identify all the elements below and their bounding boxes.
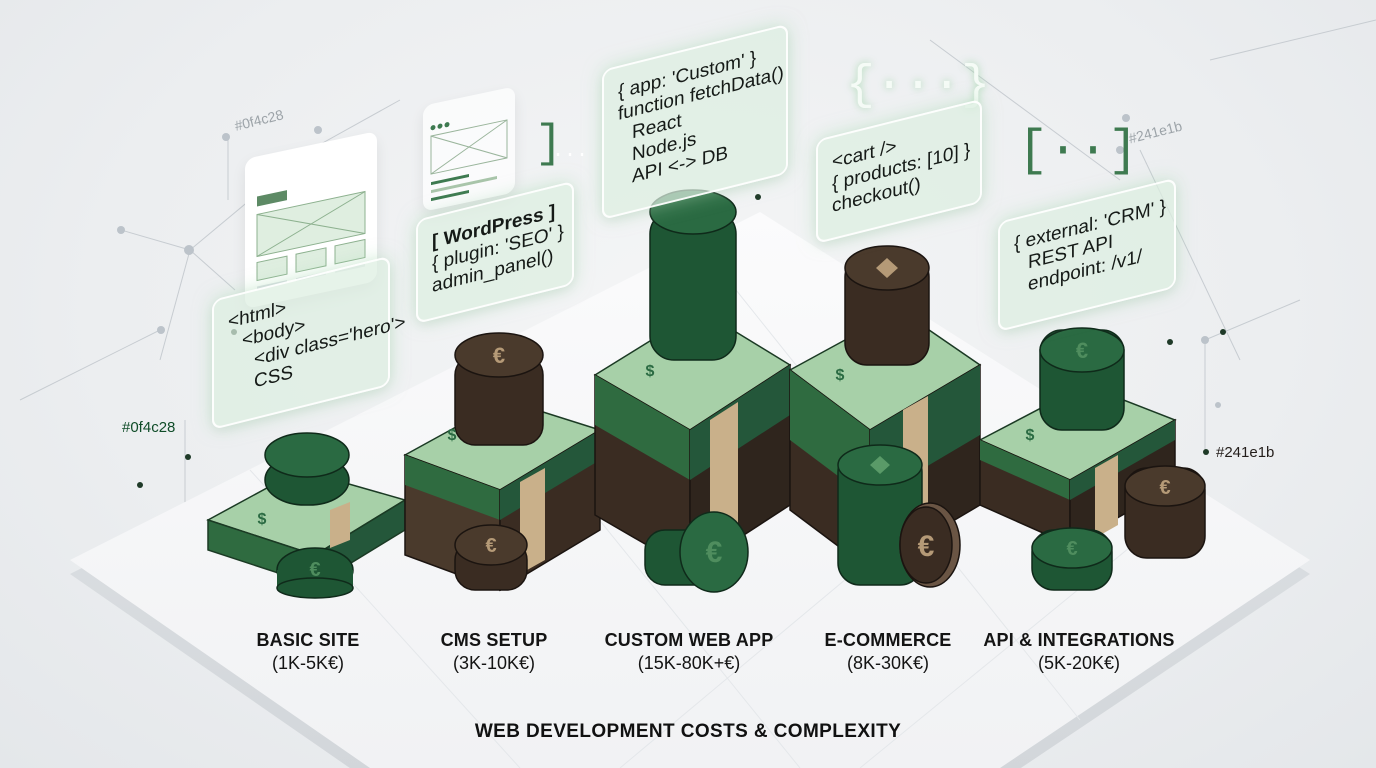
hex-label-left: #0f4c28 bbox=[122, 419, 176, 436]
diamond-coin-icon bbox=[870, 456, 890, 474]
category-api-integrations: API & INTEGRATIONS (5K-20K€) bbox=[969, 630, 1189, 674]
category-range: (5K-20K€) bbox=[1037, 653, 1121, 673]
dollar-bill-icon: $ bbox=[448, 427, 457, 444]
category-range: (8K-30K€) bbox=[846, 653, 930, 673]
ellipsis-decor: ··· bbox=[552, 144, 589, 167]
network-nodes bbox=[117, 114, 1221, 408]
euro-coin-icon: € bbox=[1159, 477, 1170, 499]
wireframe-page-icon bbox=[245, 130, 377, 310]
stack-e-commerce bbox=[788, 245, 982, 588]
dollar-bill-icon: $ bbox=[646, 363, 655, 380]
category-name: API & INTEGRATIONS bbox=[983, 630, 1175, 650]
stack-custom-web-app bbox=[593, 189, 792, 593]
category-cms-setup: CMS SETUP (3K-10K€) bbox=[384, 630, 604, 674]
diamond-coin-icon bbox=[876, 258, 898, 278]
stack-cms-setup bbox=[403, 332, 602, 592]
dollar-bill-icon: $ bbox=[1026, 427, 1035, 444]
stack-api-integrations bbox=[978, 327, 1206, 591]
infographic-title: WEB DEVELOPMENT COSTS & COMPLEXITY bbox=[474, 721, 902, 742]
category-range: (15K-80K+€) bbox=[637, 653, 741, 673]
category-name: CMS SETUP bbox=[440, 630, 548, 650]
category-name: E-COMMERCE bbox=[824, 630, 952, 650]
dollar-bill-icon: $ bbox=[258, 511, 267, 528]
euro-coin-icon: € bbox=[706, 536, 723, 569]
category-custom-web-app: CUSTOM WEB APP (15K-80K+€) bbox=[579, 630, 799, 674]
hex-label-right: #241e1b bbox=[1216, 444, 1275, 461]
square-bracket-decor: [··] bbox=[1018, 123, 1139, 180]
category-basic-site: BASIC SITE (1K-5K€) bbox=[198, 630, 418, 674]
category-range: (1K-5K€) bbox=[271, 653, 345, 673]
category-name: BASIC SITE bbox=[256, 630, 360, 650]
euro-coin-icon: € bbox=[493, 343, 505, 368]
euro-coin-icon: € bbox=[485, 535, 496, 557]
category-name: CUSTOM WEB APP bbox=[604, 630, 774, 650]
dollar-bill-icon: $ bbox=[836, 367, 845, 384]
euro-coin-icon: € bbox=[1076, 338, 1088, 363]
category-range: (3K-10K€) bbox=[452, 653, 536, 673]
square-bracket-decor: ] bbox=[535, 118, 563, 170]
euro-coin-icon: € bbox=[1066, 538, 1077, 560]
category-e-commerce: E-COMMERCE (8K-30K€) bbox=[778, 630, 998, 674]
stack-basic-site bbox=[206, 432, 407, 599]
euro-coin-icon: € bbox=[918, 530, 935, 563]
euro-coin-icon: € bbox=[309, 559, 320, 581]
wireframe-card-icon bbox=[423, 86, 515, 212]
